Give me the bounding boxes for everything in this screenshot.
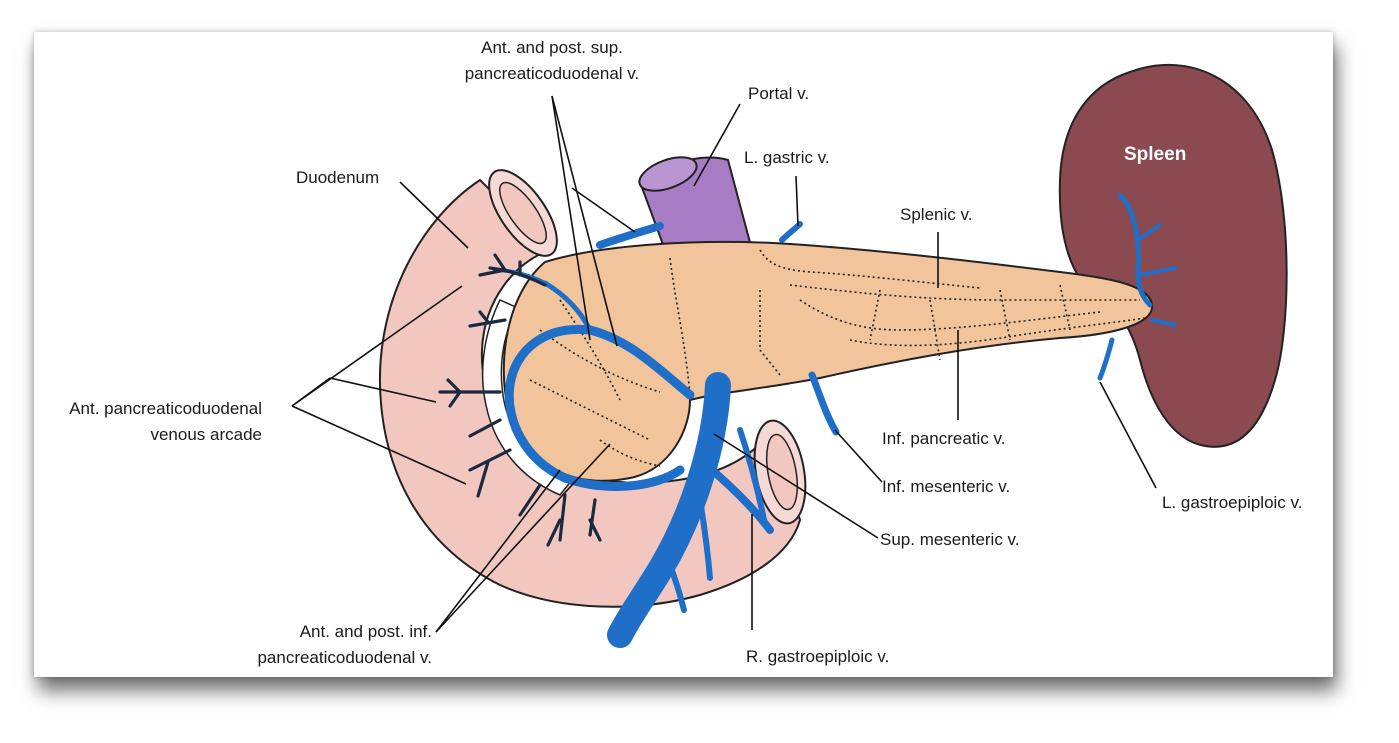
label-ant-post-sup-line2: pancreaticoduodenal v. xyxy=(465,64,640,83)
duodenum-inner-wall xyxy=(481,299,574,496)
duodenal-vein-branches xyxy=(438,253,602,547)
label-spleen: Spleen xyxy=(1124,144,1186,165)
label-inf-mesenteric: Inf. mesenteric v. xyxy=(882,477,1010,496)
label-l-gastroepiploic: L. gastroepiploic v. xyxy=(1162,493,1302,512)
label-ant-arcade-line1: Ant. pancreaticoduodenal xyxy=(69,399,262,418)
leader-lines xyxy=(291,95,1157,633)
spleen xyxy=(1058,63,1288,448)
label-ant-post-sup-line1: Ant. and post. sup. xyxy=(481,38,623,57)
label-portal: Portal v. xyxy=(748,84,809,103)
label-duodenum: Duodenum xyxy=(296,168,379,187)
l-gastric-vein xyxy=(779,221,803,243)
label-sup-mesenteric: Sup. mesenteric v. xyxy=(880,530,1020,549)
sup-mesenteric-vein xyxy=(607,372,731,648)
ant-sup-pancreaticoduodenal-vein xyxy=(596,222,664,249)
inf-mesenteric-vein xyxy=(808,371,840,436)
label-r-gastroepiploic: R. gastroepiploic v. xyxy=(746,647,889,666)
pancreas xyxy=(502,240,1154,482)
l-gastroepiploic-vein xyxy=(1097,337,1115,381)
label-l-gastric: L. gastric v. xyxy=(744,148,830,167)
splenic-hilum-veins xyxy=(1117,192,1153,308)
label-ant-post-inf-line1: Ant. and post. inf. xyxy=(300,622,432,641)
label-ant-post-inf-line2: pancreaticoduodenal v. xyxy=(257,648,432,667)
label-ant-arcade-line2: venous arcade xyxy=(150,425,262,444)
label-splenic: Splenic v. xyxy=(900,205,972,224)
label-inf-pancreatic: Inf. pancreatic v. xyxy=(882,429,1005,448)
